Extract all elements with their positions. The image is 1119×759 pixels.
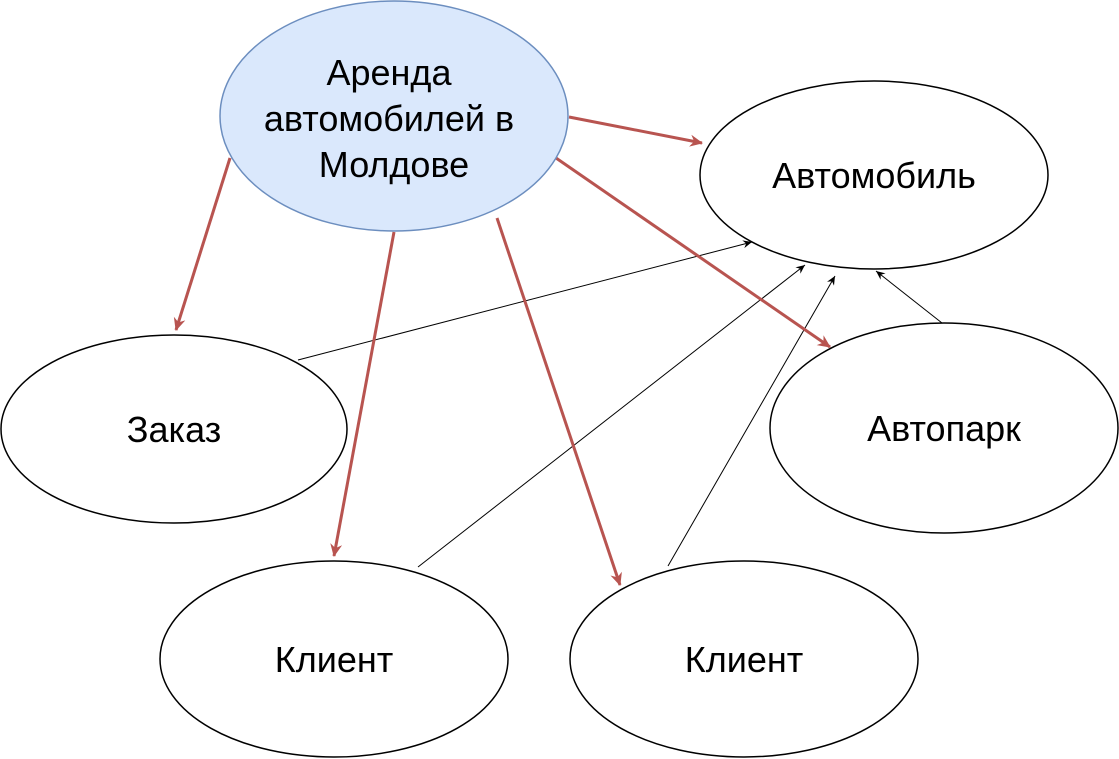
edge-center-to-avtomobil xyxy=(568,115,703,147)
node-center-shape xyxy=(219,0,569,232)
edge-center-to-klient-1 xyxy=(330,231,396,557)
node-center[interactable]: Аренда автомобилей в Молдове xyxy=(219,0,569,232)
edge-avtopark-to-avtomobil xyxy=(875,270,943,324)
node-klient-2[interactable]: Клиент xyxy=(569,560,919,758)
node-avtopark-shape xyxy=(769,322,1119,534)
node-avtomobil-label: Автомобиль xyxy=(772,155,976,196)
node-klient-1-shape xyxy=(159,560,509,758)
edge-center-to-zakaz xyxy=(173,157,232,331)
strong-edges xyxy=(173,115,831,586)
node-klient-2-label: Клиент xyxy=(685,639,803,680)
node-center-label: Аренда автомобилей в Молдове xyxy=(264,52,524,185)
edge-center-to-avtopark xyxy=(555,156,831,349)
node-avtomobil-shape xyxy=(699,80,1049,270)
node-avtopark-label: Автопарк xyxy=(867,408,1021,449)
node-zakaz-shape xyxy=(0,334,348,524)
node-avtomobil[interactable]: Автомобиль xyxy=(699,80,1049,270)
edge-klient2-to-avtomobil xyxy=(667,275,836,567)
node-zakaz[interactable]: Заказ xyxy=(0,334,348,524)
node-avtopark[interactable]: Автопарк xyxy=(769,322,1119,534)
edge-center-to-klient-2 xyxy=(495,217,622,586)
edge-klient1-to-avtomobil xyxy=(417,264,806,568)
node-zakaz-label: Заказ xyxy=(127,409,221,450)
node-klient-2-shape xyxy=(569,560,919,758)
node-klient-1[interactable]: Клиент xyxy=(159,560,509,758)
node-klient-1-label: Клиент xyxy=(275,639,393,680)
